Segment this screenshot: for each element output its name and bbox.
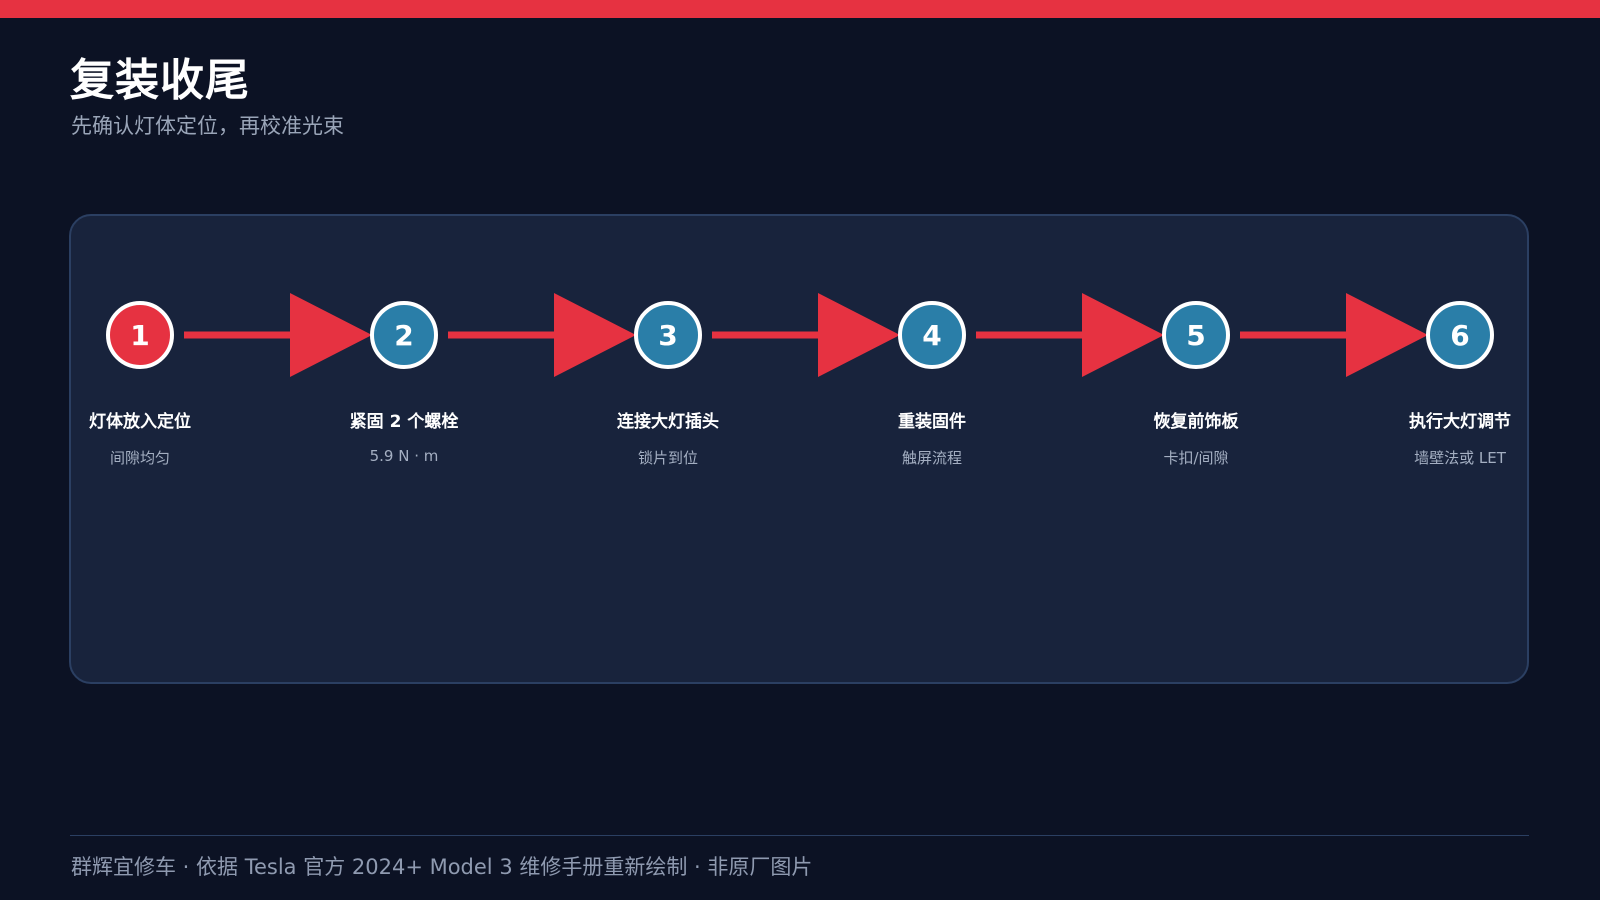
step-label-2: 紧固 2 个螺栓 <box>349 412 459 432</box>
step-note-1: 间隙均匀 <box>109 449 170 467</box>
page-title: 复装收尾 <box>70 55 250 106</box>
step-circle-6 <box>1426 301 1494 369</box>
step-number-1: 1 <box>130 319 149 352</box>
step-note-5: 卡扣/间隙 <box>1163 449 1229 467</box>
step-label-1: 灯体放入定位 <box>89 412 191 432</box>
footer-note: 群辉宜修车 · 依据 Tesla 官方 2024+ Model 3 维修手册重新… <box>71 855 813 879</box>
step-label-6: 执行大灯调节 <box>1409 412 1511 432</box>
step-circle-2 <box>370 301 438 369</box>
step-note-3: 锁片到位 <box>637 449 698 467</box>
step-number-5: 5 <box>1186 319 1205 352</box>
step-number-6: 6 <box>1450 319 1469 352</box>
top-accent-bar <box>0 0 1600 18</box>
page-subtitle: 先确认灯体定位，再校准光束 <box>71 114 344 138</box>
step-label-4: 重装固件 <box>898 412 966 432</box>
step-number-2: 2 <box>394 319 413 352</box>
step-circle-5 <box>1162 301 1230 369</box>
step-note-4: 触屏流程 <box>901 449 962 467</box>
arrow-head-icon <box>290 293 372 377</box>
step-label-5: 恢复前饰板 <box>1153 412 1239 432</box>
step-note-6: 墙壁法或 LET <box>1414 449 1506 467</box>
footer-divider <box>70 835 1529 836</box>
arrow-head-icon <box>554 293 636 377</box>
process-panel <box>69 214 1529 684</box>
step-circle-1 <box>106 301 174 369</box>
arrow-head-icon <box>1346 293 1428 377</box>
step-number-4: 4 <box>922 319 941 352</box>
arrow-head-icon <box>818 293 900 377</box>
step-circle-3 <box>634 301 702 369</box>
step-circle-4 <box>898 301 966 369</box>
step-label-3: 连接大灯插头 <box>617 412 719 432</box>
arrow-head-icon <box>1082 293 1164 377</box>
step-number-3: 3 <box>658 319 677 352</box>
step-note-2: 5.9 N · m <box>369 447 439 465</box>
